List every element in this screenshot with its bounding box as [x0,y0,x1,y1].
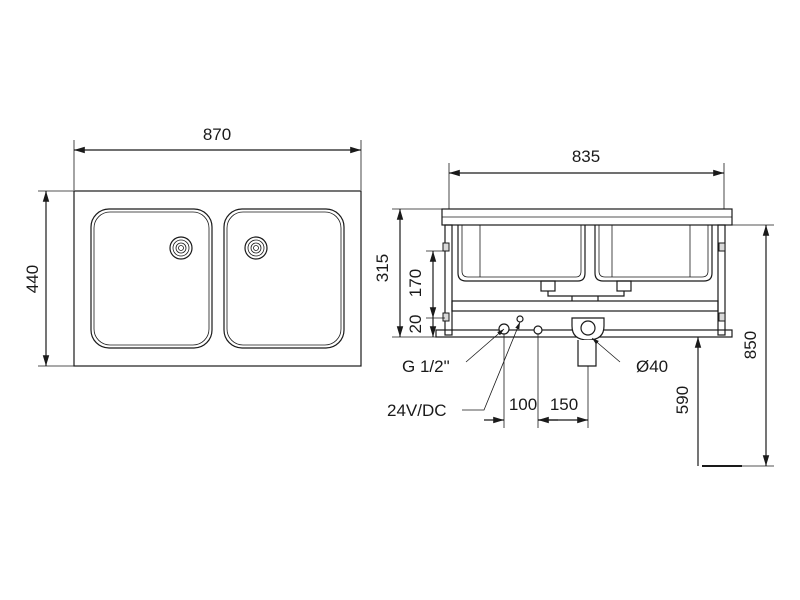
left-bowl [90,208,213,349]
side-width-dimension: 835 [448,147,725,209]
height-315-label: 315 [373,254,392,282]
cross-rail [451,300,719,312]
height-590-label: 590 [673,386,692,414]
right-bowl [223,208,345,349]
side-height-850-dimension: 850 [702,224,774,467]
offset-100-label: 100 [509,395,537,414]
right-drain-icon [244,236,268,260]
side-width-label: 835 [572,147,600,166]
left-drain-icon [169,236,193,260]
offset-dimensions: 100 150 [484,334,589,428]
plan-depth-label: 440 [23,265,42,293]
support-legs [442,224,726,336]
plan-view: 870 440 [23,125,362,367]
side-height-315-dimension: 315 [373,208,442,338]
plan-depth-dimension: 440 [23,190,74,367]
sink-top-outline [73,190,362,367]
siphon [571,317,605,367]
side-height-590-dimension: 590 [673,336,732,466]
drain-label: Ø40 [636,357,668,376]
offset-150-label: 150 [550,395,578,414]
drain-pipes [540,280,632,301]
countertop [441,208,733,226]
side-height-20-dimension: 20 [406,315,445,337]
side-bowls [457,225,713,282]
height-20-label: 20 [406,315,425,334]
height-170-label: 170 [406,269,425,297]
supply-callout: G 1/2" [402,328,505,376]
plan-width-label: 870 [203,125,231,144]
power-label: 24V/DC [387,401,447,420]
drain-callout: Ø40 [591,337,668,376]
supply-label: G 1/2" [402,357,450,376]
side-height-170-dimension: 170 [406,250,445,318]
side-view: 835 [373,147,774,467]
height-850-label: 850 [741,331,760,359]
power-callout: 24V/DC [387,321,521,420]
supply-fittings [498,315,543,335]
plan-width-dimension: 870 [73,125,362,190]
